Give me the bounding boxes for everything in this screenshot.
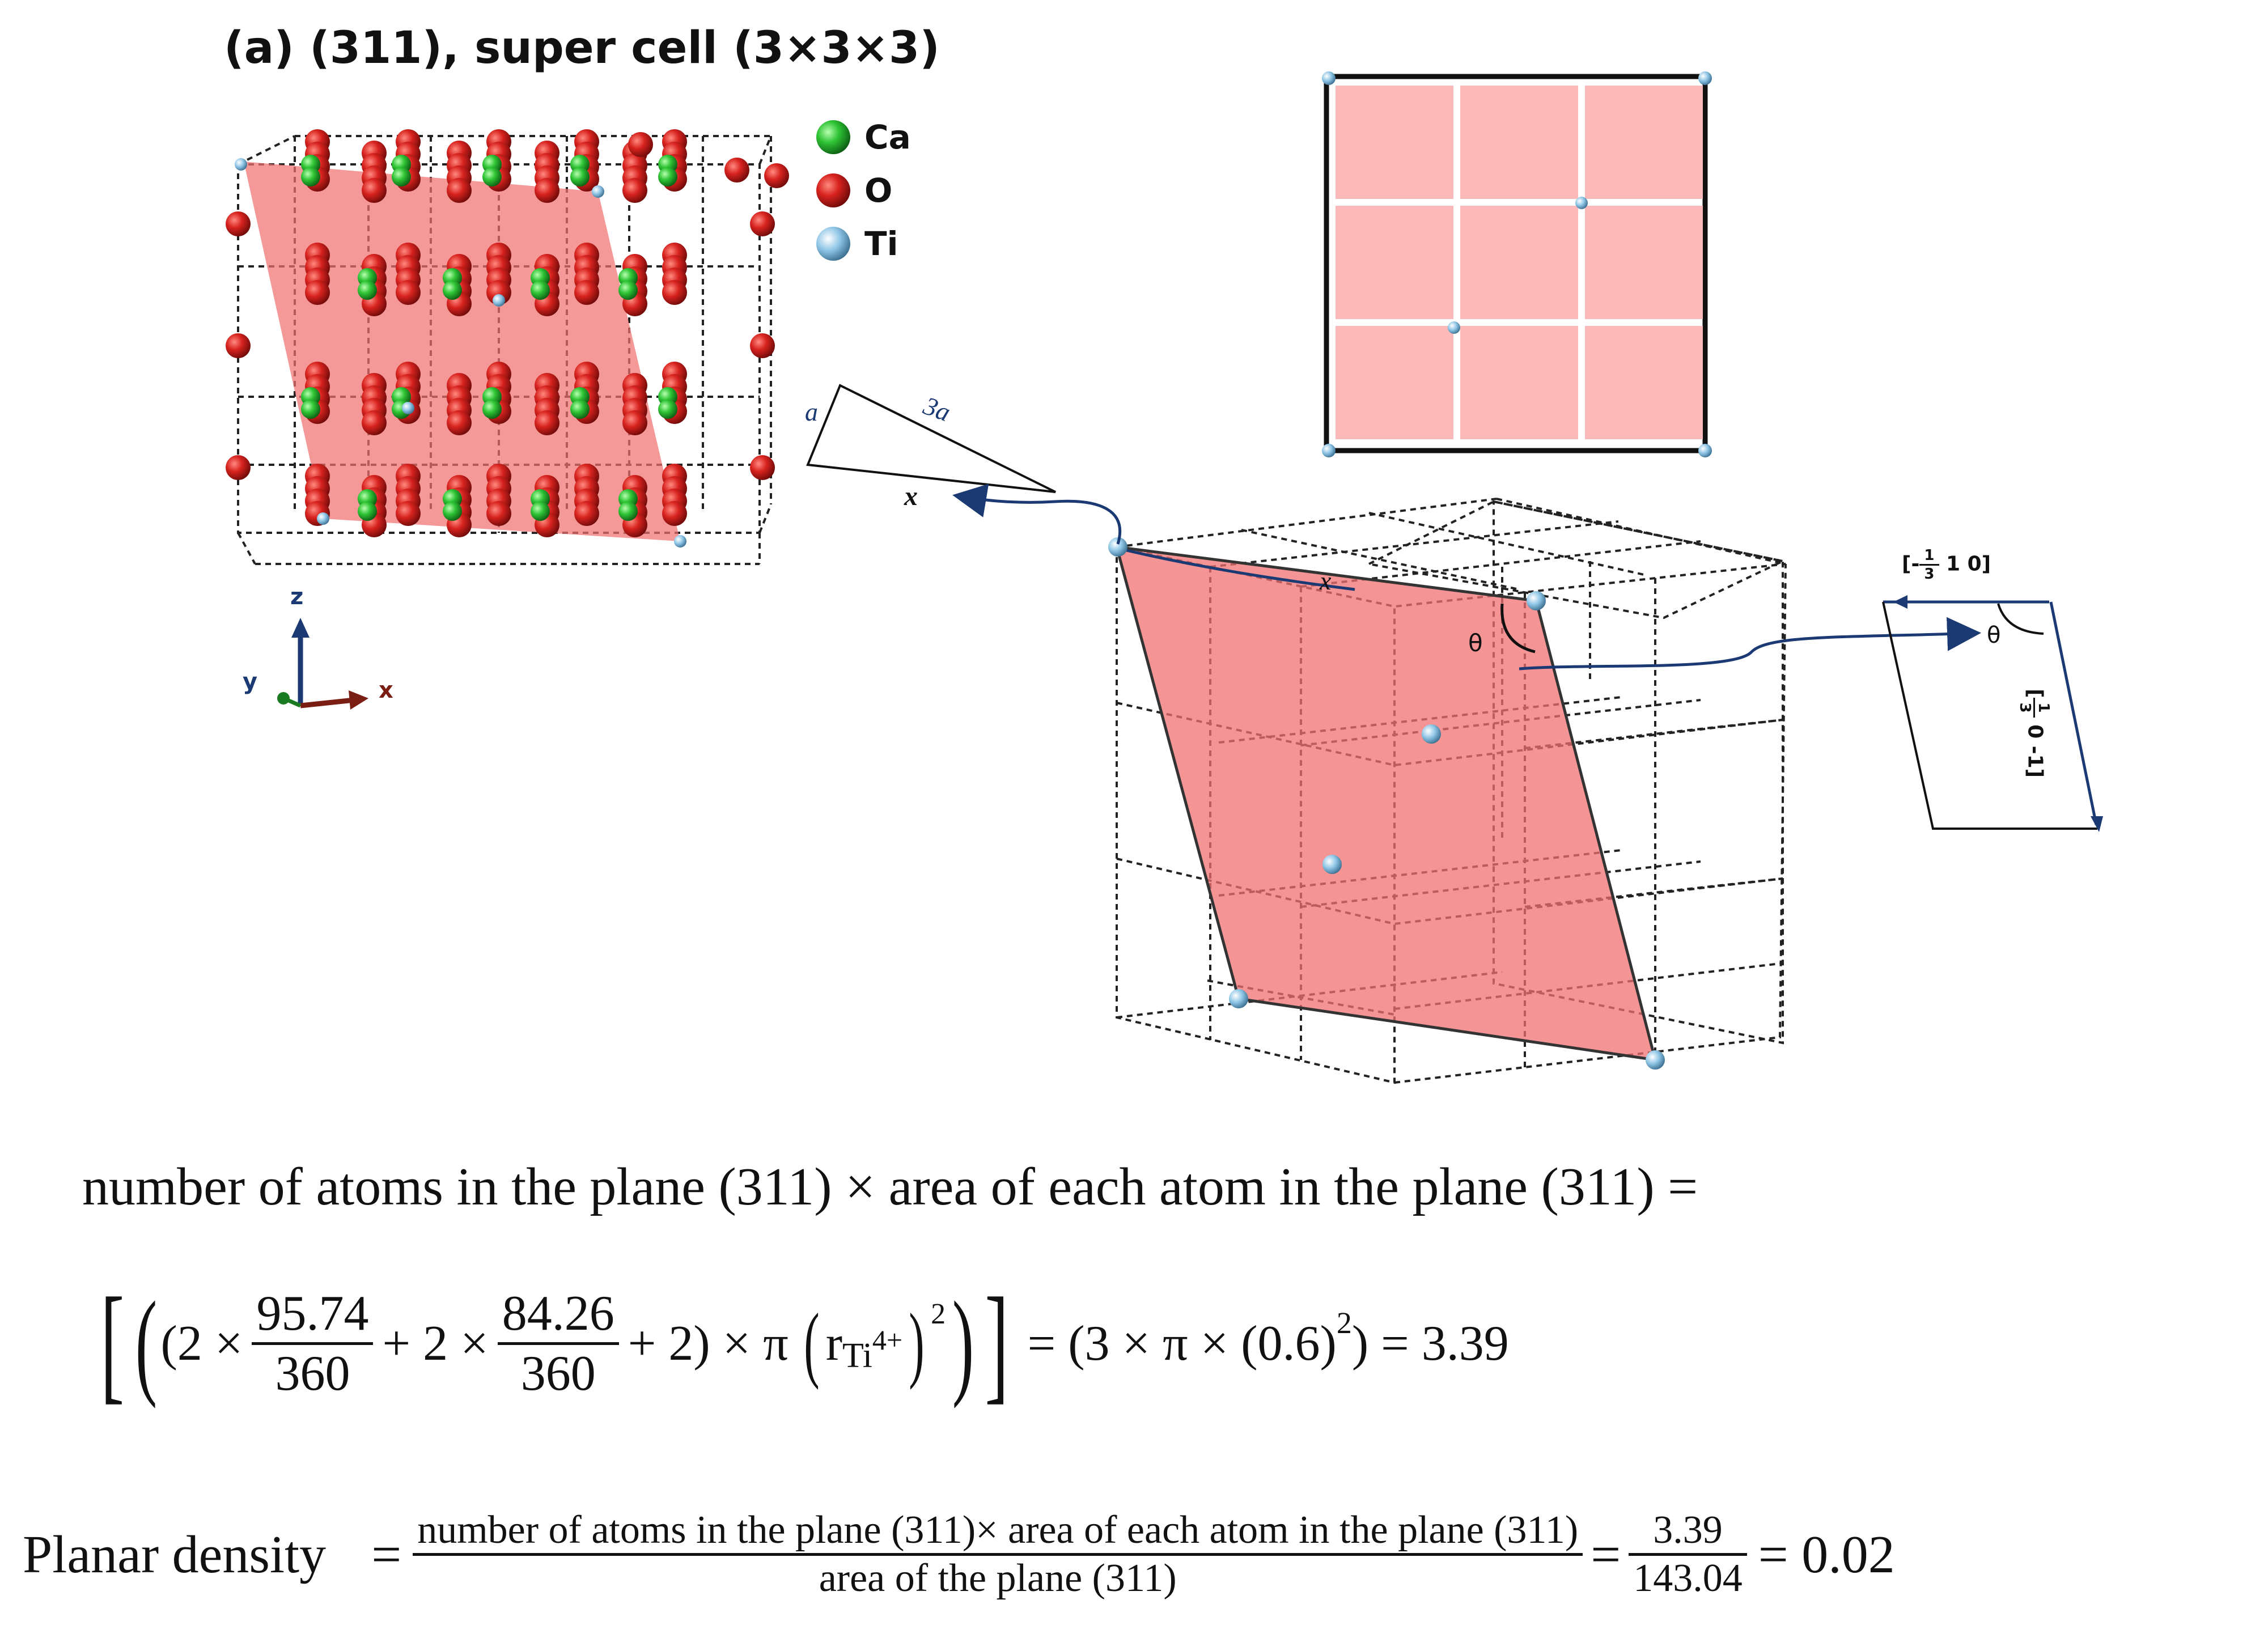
- calcium-atom: [482, 167, 502, 186]
- legend-ti-sphere: [816, 227, 850, 261]
- calcium-atom: [443, 502, 462, 521]
- legend-o-sphere: [816, 173, 850, 207]
- equation-planar-density: Planar density = number of atoms in the …: [23, 1508, 1895, 1600]
- vector-label-theta: θ: [1987, 622, 2001, 648]
- calcium-atom: [618, 502, 638, 521]
- oxygen-atom: [396, 280, 421, 305]
- oxygen-atom: [724, 158, 749, 183]
- unit-cell-cube: [1108, 498, 1787, 1084]
- oxygen-atom: [486, 501, 511, 526]
- legend-label-o: O: [864, 171, 893, 210]
- oxygen-atom: [535, 410, 559, 435]
- oxygen-atom: [362, 178, 387, 203]
- triangle-label-a: a: [805, 397, 818, 426]
- supercell-atoms: [226, 129, 789, 548]
- triangle-sketch: [806, 384, 1056, 493]
- oxygen-atom: [362, 410, 387, 435]
- legend: [816, 120, 850, 261]
- legend-ca-sphere: [816, 120, 850, 154]
- oxygen-atom: [447, 178, 472, 203]
- titanium-atom: [674, 535, 686, 548]
- oxygen-atom: [662, 501, 687, 526]
- plane-tile: [1585, 326, 1703, 439]
- oxygen-atom: [305, 280, 330, 305]
- arrow-to-vector-sketch: [1519, 617, 1981, 671]
- figure-title: (a) (311), super cell (3×3×3): [224, 23, 940, 74]
- titanium-atom: [402, 402, 414, 414]
- axis-label-z: z: [290, 584, 304, 610]
- oxygen-atom: [750, 333, 775, 358]
- plane-311-supercell: [244, 162, 680, 541]
- oxygen-atom: [662, 280, 687, 305]
- titanium-atom: [317, 512, 329, 525]
- triangle-label-x: x: [904, 481, 918, 511]
- oxygen-atom: [574, 280, 599, 305]
- calcium-atom: [301, 167, 320, 186]
- crystal-diagram: [226, 71, 2103, 1084]
- oxygen-atom: [750, 211, 775, 236]
- oxygen-atom: [396, 501, 421, 526]
- calcium-atom: [358, 281, 377, 300]
- oxygen-atom: [750, 455, 775, 480]
- calcium-atom: [301, 400, 320, 419]
- calcium-atom: [392, 167, 411, 186]
- open-big-paren: (: [135, 1278, 157, 1409]
- calcium-atom: [618, 281, 638, 300]
- titanium-atom: [493, 294, 505, 307]
- plane-tile: [1336, 206, 1453, 319]
- planar-density-label: Planar density: [23, 1525, 327, 1584]
- plane-label-theta: θ: [1468, 629, 1483, 657]
- oxygen-atom: [628, 132, 653, 157]
- plane-tile: [1460, 86, 1578, 199]
- calcium-atom: [658, 167, 677, 186]
- plane-tile: [1336, 326, 1453, 439]
- calcium-atom: [658, 400, 677, 419]
- axis-label-y: y: [243, 669, 258, 695]
- oxygen-atom: [622, 410, 647, 435]
- calcium-atom: [358, 502, 377, 521]
- oxygen-atom: [574, 501, 599, 526]
- axis-triad: [277, 618, 368, 710]
- calcium-atom: [570, 167, 590, 186]
- oxygen-atom: [486, 280, 511, 305]
- plane-label-x: x: [1320, 566, 1332, 595]
- plane-311-square-view: [1322, 71, 1712, 457]
- oxygen-atom: [447, 410, 472, 435]
- close-big-paren: ): [952, 1278, 974, 1409]
- oxygen-atom: [764, 163, 789, 188]
- calcium-atom: [570, 400, 590, 419]
- plane-311-cube: [1117, 547, 1655, 1060]
- arrow-to-triangle: [952, 483, 1122, 545]
- titanium-atom: [235, 158, 247, 171]
- oxygen-atom: [226, 333, 251, 358]
- titanium-atom: [592, 185, 604, 198]
- plane-tile: [1336, 86, 1453, 199]
- legend-label-ti: Ti: [864, 224, 898, 263]
- oxygen-atom: [226, 455, 251, 480]
- oxygen-atom: [535, 178, 559, 203]
- plane-tile: [1585, 86, 1703, 199]
- axis-label-x: x: [379, 677, 393, 703]
- oxygen-atom: [226, 211, 251, 236]
- calcium-atom: [531, 502, 550, 521]
- calcium-atom: [443, 281, 462, 300]
- plane-tile: [1460, 326, 1578, 439]
- supercell-3x3x3: [226, 129, 789, 565]
- legend-label-ca: Ca: [864, 118, 911, 156]
- oxygen-atom: [622, 178, 647, 203]
- equation-atoms-times-area: number of atoms in the plane (311) × are…: [82, 1157, 1698, 1216]
- calcium-atom: [531, 281, 550, 300]
- plane-tile: [1585, 206, 1703, 319]
- plane-tile: [1460, 206, 1578, 319]
- vector-sketch: [1882, 595, 2103, 832]
- close-big-bracket: ]: [985, 1271, 1009, 1415]
- open-big-bracket: [: [100, 1271, 125, 1415]
- calcium-atom: [482, 400, 502, 419]
